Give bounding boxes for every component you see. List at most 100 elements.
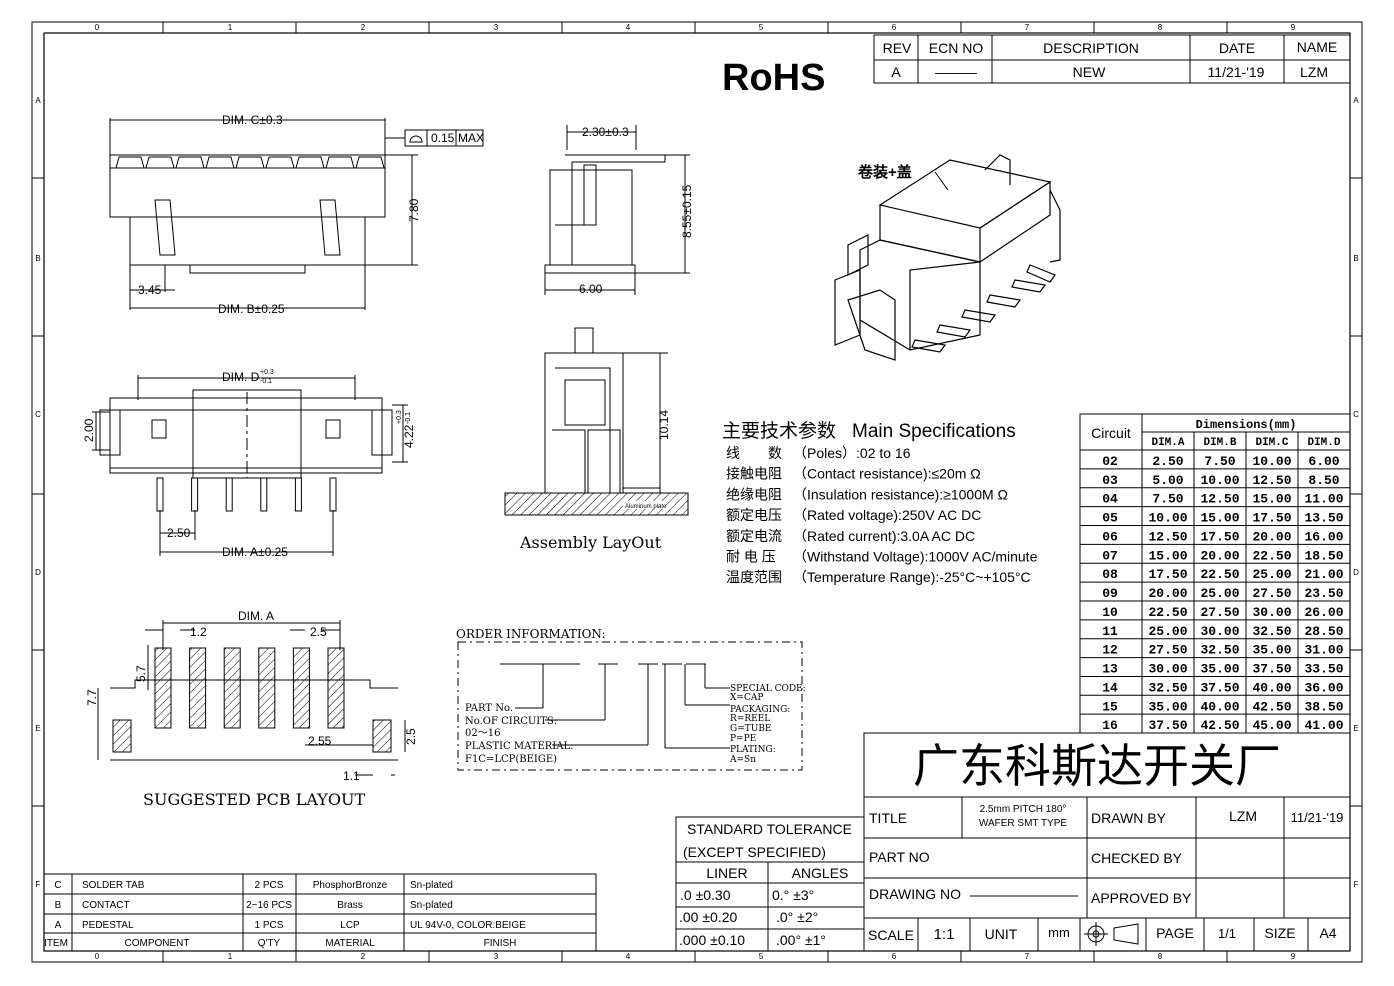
col-tick-label: 0 <box>95 23 100 32</box>
dim-cell: 42.50 <box>1200 718 1239 733</box>
tolerance-line1: STANDARD TOLERANCE <box>687 821 852 837</box>
dim-cell: 8.50 <box>1308 473 1339 488</box>
order-title: ORDER INFORMATION: <box>456 627 606 641</box>
row-tick-label: C <box>1353 410 1359 419</box>
specs-title-en: Main Specifications <box>852 421 1016 442</box>
top-view-tooth <box>265 156 295 169</box>
dim-cell: 33.50 <box>1304 662 1343 677</box>
dim-cell: 02 <box>1102 454 1118 469</box>
top-view-tooth <box>205 156 235 169</box>
h422-label: 4.22 <box>402 424 416 448</box>
assembly-labels: 10.14 Aluminum plate Assembly LayOut <box>519 410 671 552</box>
top-view-tooth <box>355 156 385 169</box>
spec-item-cn: 绝缘电阻 <box>726 486 782 502</box>
bom-cell: MATERIAL <box>325 938 375 949</box>
h422-tol-bot: -0.1 <box>405 412 412 424</box>
dim-cell: 45.00 <box>1252 718 1291 733</box>
w230-label: 2.30±0.3 <box>582 125 629 139</box>
dim-cell: 30.00 <box>1200 624 1239 639</box>
dim-b-label: DIM. B±0.25 <box>218 302 285 316</box>
spec-item-en: （Rated current):3.0A AC DC <box>793 528 975 544</box>
dim-c-header: DIM.C <box>1255 437 1288 449</box>
dim-cell: 10.00 <box>1200 473 1239 488</box>
col-tick-label: 1 <box>228 23 233 32</box>
dim-cell: 16.00 <box>1304 529 1343 544</box>
row-tick-label: F <box>1354 880 1359 889</box>
dim-cell: 20.00 <box>1200 548 1239 563</box>
tolerance-liner: LINER <box>706 865 747 881</box>
dim-cell: 35.00 <box>1252 643 1291 658</box>
title-label: TITLE <box>869 810 907 826</box>
dim-cell: 22.50 <box>1200 567 1239 582</box>
dim-cell: 26.00 <box>1304 605 1343 620</box>
col-tick-label: 3 <box>494 23 499 32</box>
bom-cell: Sn-plated <box>410 900 453 911</box>
bom-cell: Q'TY <box>258 938 281 949</box>
order-left-line: PART No. <box>465 703 513 714</box>
dim-d-tol-bot: -0.1 <box>260 378 272 385</box>
dim-cell: 28.50 <box>1304 624 1343 639</box>
dim-cell: 09 <box>1102 586 1118 601</box>
dim-cell: 17.50 <box>1200 529 1239 544</box>
row-tick-label: B <box>1353 254 1358 263</box>
dim-cell: 10 <box>1102 605 1118 620</box>
col-tick-label: 3 <box>494 952 499 961</box>
drawn-by-value: LZM <box>1229 808 1257 824</box>
aluminum-plate-label: Aluminum plate <box>625 504 667 510</box>
unit-label: UNIT <box>985 926 1018 942</box>
tolerance-table: STANDARD TOLERANCE (EXCEPT SPECIFIED) LI… <box>675 816 865 952</box>
pcb-25v-label: 2.5 <box>404 728 418 745</box>
outer-border <box>31 21 1363 963</box>
bom-cell: LCP <box>340 920 360 931</box>
top-view-tooth <box>145 156 175 169</box>
bom-cell: 2~16 PCS <box>246 900 292 911</box>
bom-cell: Brass <box>337 900 363 911</box>
front-view-labels: DIM. D +0.3 -0.1 2.00 4.22 +0.3 -0.1 2.5… <box>82 369 416 559</box>
front-view-pins <box>156 477 337 512</box>
tolerance-angle-3: .00° ±1° <box>776 932 826 948</box>
pcb-layout-title: SUGGESTED PCB LAYOUT <box>143 790 365 809</box>
dim-cell: 20.00 <box>1148 586 1187 601</box>
dim-a-label: DIM. A±0.25 <box>222 545 288 559</box>
scale-label: SCALE <box>868 927 914 943</box>
dim-cell: 13 <box>1102 662 1118 677</box>
order-left-line: 02～16 <box>465 728 500 739</box>
col-tick-label: 1 <box>228 952 233 961</box>
dim-cell: 37.50 <box>1148 718 1187 733</box>
dim-cell: 15.00 <box>1148 548 1187 563</box>
circuit-header: Circuit <box>1091 425 1131 441</box>
dim-cell: 07 <box>1102 548 1118 563</box>
scale-value: 1:1 <box>934 926 955 943</box>
pcb-pad <box>189 647 207 729</box>
row-tick-label: D <box>1353 568 1359 577</box>
order-right-line: G=TUBE <box>730 724 772 734</box>
col-tick-label: 7 <box>1025 23 1030 32</box>
main-specifications: 主要技术参数 Main Specifications <box>722 420 1016 442</box>
contact-pin <box>294 477 302 512</box>
col-tick-label: 0 <box>95 952 100 961</box>
dim-cell: 27.50 <box>1200 605 1239 620</box>
top-view-tooth <box>235 156 265 169</box>
title-line1: 2.5mm PITCH 180° <box>980 804 1067 815</box>
pcb-57-label: 5.7 <box>134 665 148 682</box>
dim-cell: 03 <box>1102 473 1118 488</box>
spec-item-en: （Withstand Voltage):1000V AC/minute <box>793 549 1038 565</box>
rev-value-rev: A <box>891 64 901 80</box>
dim-b-header: DIM.B <box>1203 437 1236 449</box>
bom-cell: CONTACT <box>82 900 130 911</box>
dim-cell: 10.00 <box>1148 511 1187 526</box>
pcb-pad <box>327 647 345 729</box>
h1014-label: 10.14 <box>657 410 671 440</box>
dim-cell: 40.00 <box>1252 680 1291 695</box>
spec-item-en: （Insulation resistance):≥1000M Ω <box>793 486 1008 502</box>
dim-cell: 18.50 <box>1304 548 1343 563</box>
contact-pin <box>225 477 233 512</box>
pcb-pad <box>258 647 276 729</box>
dim-cell: 11 <box>1102 624 1118 639</box>
dim-cell: 12.50 <box>1252 473 1291 488</box>
pcb-labels: DIM. A 1.2 2.5 5.7 7.7 2.55 2.5 1.1 SUGG… <box>85 609 418 809</box>
spec-item-en: （Poles）:02 to 16 <box>793 445 911 461</box>
dim-cell: 08 <box>1102 567 1118 582</box>
